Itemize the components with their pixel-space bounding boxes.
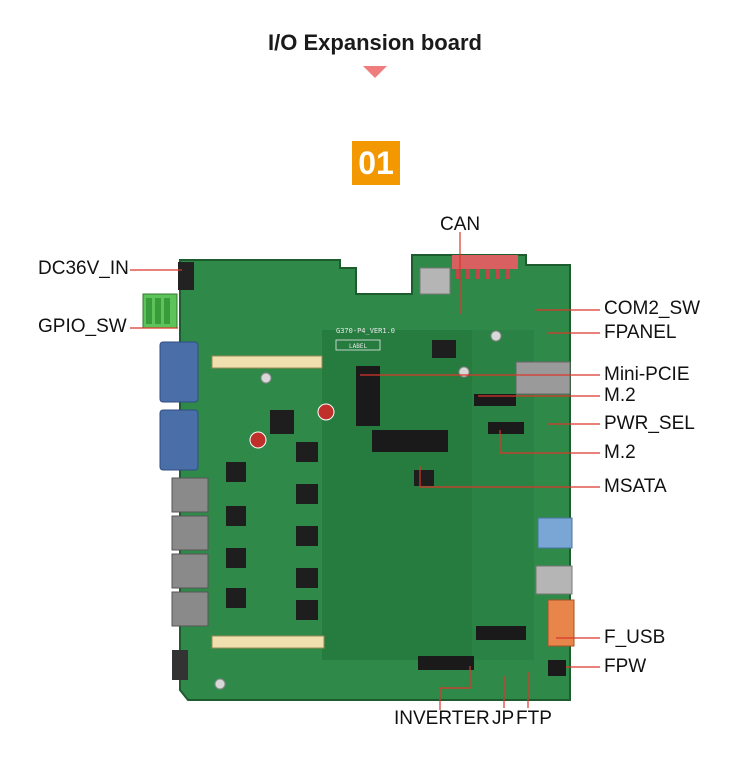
callout-fpw: FPW [604, 656, 647, 677]
callout-jp: JP [492, 708, 515, 729]
m2-slot-lower [476, 626, 526, 640]
com-port-1 [159, 341, 199, 403]
fpw-header [548, 660, 566, 676]
capacitor-1 [317, 403, 335, 421]
lan-port-1 [171, 477, 209, 513]
section-badge: 01 [352, 141, 400, 185]
mini-pcie-slot [356, 366, 380, 426]
capacitor-2 [249, 431, 267, 449]
slot-bottom [211, 635, 325, 649]
slot-top [211, 355, 323, 369]
lan-port-3 [171, 553, 209, 589]
inverter-header [418, 656, 474, 670]
callout-fpanel: FPANEL [604, 322, 677, 343]
audio-jack [172, 650, 188, 680]
msata-slot [372, 430, 448, 452]
sim-slot [515, 361, 571, 395]
callout-mini-pcie: Mini-PCIE [604, 364, 690, 385]
callout-m2-bottom: M.2 [604, 442, 636, 463]
can-header [452, 255, 518, 269]
callout-inverter: INVERTER [394, 708, 490, 729]
lan-port-4 [171, 591, 209, 627]
lan-port-2 [171, 515, 209, 551]
callout-com2-sw: COM2_SW [604, 298, 701, 319]
dc-jack [178, 262, 194, 290]
pcb-center-panel [322, 330, 472, 660]
m2-slot-bottom [488, 422, 524, 434]
callout-dc36v-in: DC36V_IN [38, 258, 129, 279]
callout-ftp: FTP [516, 708, 552, 729]
com-port-2 [159, 409, 199, 471]
down-arrow-icon [363, 66, 387, 78]
svg-text:LABEL: LABEL [349, 343, 367, 350]
callout-can: CAN [440, 214, 481, 235]
m2-slot-top [474, 394, 516, 406]
callout-f-usb: F_USB [604, 627, 666, 648]
page-title: I/O Expansion board [268, 30, 482, 55]
callout-gpio-sw: GPIO_SW [38, 316, 127, 337]
usb-2-port [535, 565, 573, 595]
callout-msata: MSATA [604, 476, 667, 497]
board-silkscreen: G370-P4_VER1.0 [336, 327, 395, 335]
callout-pwr-sel: PWR_SEL [604, 413, 695, 434]
callout-m2-top: M.2 [604, 385, 636, 406]
usb-top [419, 267, 451, 295]
usb-3-port [537, 517, 573, 549]
